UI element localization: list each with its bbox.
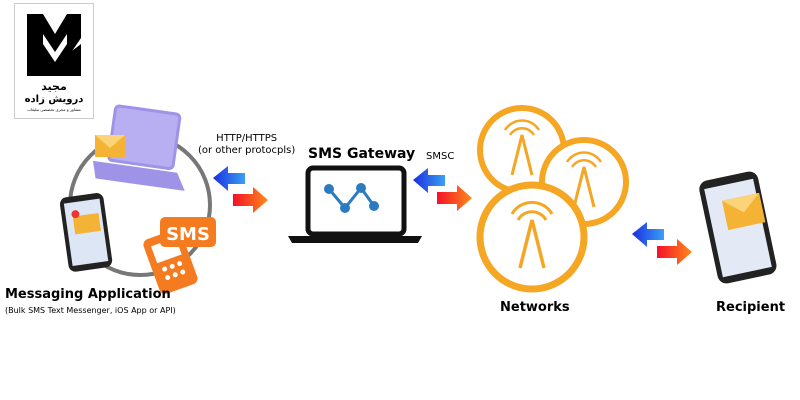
- protocol-line-1: HTTP/HTTPS: [216, 133, 278, 144]
- app-title: Messaging Application: [5, 287, 171, 302]
- logo-tagline: مشاور و مجری تخصصی تبلیغات: [27, 107, 81, 112]
- sms-bubble-text: SMS: [166, 224, 210, 245]
- logo-text-2: درویش زاده: [25, 94, 84, 105]
- recipient-phone-icon: [699, 171, 777, 284]
- logo-text: مجید: [41, 80, 67, 93]
- app-subtitle: (Bulk SMS Text Messenger, iOS App or API…: [5, 306, 176, 315]
- envelope-icon: [95, 135, 125, 157]
- tower-icon: [476, 181, 588, 293]
- recipient-label: Recipient: [716, 300, 786, 315]
- protocol-line-2: (or other protocpls): [198, 145, 296, 156]
- bidirectional-arrow-3: [632, 222, 692, 265]
- smsc-label: SMSC: [426, 151, 455, 162]
- networks-graphic: [476, 105, 629, 293]
- gateway-label: SMS Gateway: [308, 146, 416, 162]
- messaging-application-graphic: SMS: [59, 104, 216, 295]
- logo-mark: مجید درویش زاده مشاور و مجری تخصصی تبلیغ…: [25, 14, 84, 112]
- laptop-icon: [92, 104, 185, 191]
- bidirectional-arrow-2: [413, 168, 472, 211]
- phone-icon: [59, 193, 113, 272]
- protocol-label: HTTP/HTTPS (or other protocpls): [198, 133, 295, 157]
- networks-label: Networks: [500, 300, 570, 315]
- sms-bubble-icon: SMS: [160, 217, 216, 247]
- bidirectional-arrow-1: [213, 166, 268, 213]
- sms-gateway-laptop-icon: [288, 165, 422, 243]
- logo: مجید درویش زاده مشاور و مجری تخصصی تبلیغ…: [14, 3, 94, 119]
